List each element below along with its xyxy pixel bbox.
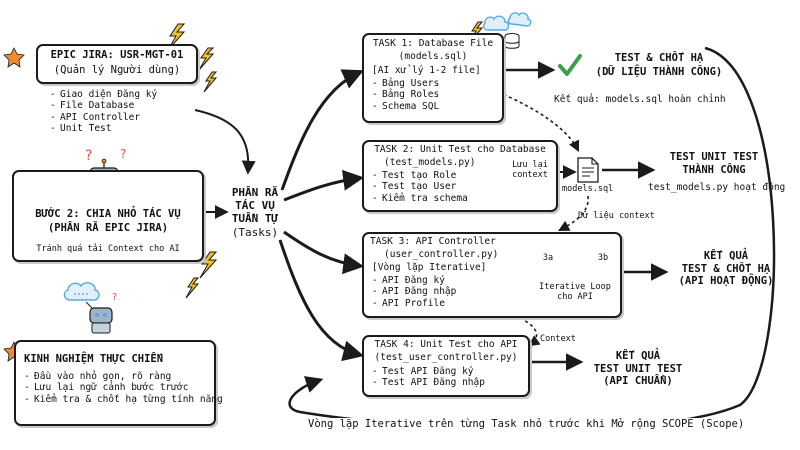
robot-badge: AI (99, 190, 109, 198)
center-label: PHÂN RÃ TÁC VỤ TUẦN TỰ (Tasks) (224, 186, 286, 239)
lightning-icon (199, 251, 218, 279)
save-context-note: Lưu lại context (508, 160, 552, 181)
dotted-task1-to-models (497, 91, 580, 153)
epic-item: File Database (50, 100, 157, 112)
lightning-icon (185, 277, 200, 299)
task2-title: TASK 2: Unit Test cho Database (374, 144, 546, 155)
loop-node-3b: 3b (597, 253, 609, 263)
task3-item: API Đăng nhập (372, 286, 456, 298)
loop-label-line: cho API (557, 292, 593, 303)
epic-card (36, 44, 198, 84)
task2-item: Kiểm tra schema (372, 193, 468, 205)
task4-item-list: Test API Đăng ký Test API Đăng nhập (372, 366, 485, 389)
experience-item: Đầu vào nhỏ gọn, rõ ràng (24, 371, 223, 383)
task2-item-list: Test tạo Role Test tạo User Kiểm tra sch… (372, 170, 468, 205)
task1-item: Schema SQL (372, 101, 439, 113)
arrow-center-to-task4 (278, 239, 365, 362)
result4-line: (API CHUẨN) (603, 375, 673, 388)
dotted-models-to-task3 (558, 195, 589, 232)
task3-title: TASK 3: API Controller (370, 236, 496, 247)
save-context-line: context (512, 170, 548, 181)
check-icon (558, 54, 582, 76)
arrow-center-to-task2 (283, 169, 365, 202)
loop-node-3a: 3a (542, 253, 554, 263)
epic-item: Unit Test (50, 123, 157, 135)
lightning-icon (203, 71, 218, 93)
task4-item: Test API Đăng ký (372, 366, 485, 378)
epic-item: API Controller (50, 112, 157, 124)
svg-text:?: ? (120, 147, 126, 161)
task4-item: Test API Đăng nhập (372, 377, 485, 389)
task1-title: TASK 1: Database File (372, 38, 494, 49)
epic-title: EPIC JIRA: USR-MGT-01 (50, 49, 184, 61)
step2-note: Tránh quá tải Context cho AI (36, 244, 180, 254)
svg-text:?: ? (85, 148, 92, 164)
result1-title: TEST & CHỐT HẠ (614, 52, 704, 64)
step2-subtitle: (PHÂN RÃ EPIC JIRA) (47, 222, 169, 234)
context-label: Context (540, 334, 576, 344)
center-line: TUẦN TỰ (231, 212, 279, 226)
task1-item-list: Bảng Users Bảng Roles Schema SQL (372, 78, 439, 113)
result3-line: (API HOẠT ĐỘNG) (678, 275, 774, 288)
footer-caption: Vòng lặp Iterative trên từng Task nhỏ tr… (308, 418, 745, 431)
step2-title: BƯỚC 2: CHIA NHỎ TÁC VỤ (35, 208, 181, 220)
loop-label: Iterative Loop cho API (530, 282, 620, 302)
center-line: (Tasks) (231, 225, 279, 239)
epic-item-list: Giao diện Đăng ký File Database API Cont… (50, 89, 157, 135)
experience-item-list: Đầu vào nhỏ gọn, rõ ràng Lưu lại ngữ cản… (24, 371, 223, 406)
task4-file: (test_user_controller.py) (374, 352, 518, 363)
result2-subtitle: THÀNH CÔNG (682, 164, 746, 176)
task3-item: API Đăng ký (372, 275, 456, 287)
arrow-center-to-task1 (280, 69, 364, 191)
epic-subtitle: (Quản lý Người dùng) (53, 64, 181, 76)
task2-item: Test tạo User (372, 181, 468, 193)
result4-label: KẾT QUẢ TEST UNIT TEST (API CHUẨN) (582, 350, 694, 388)
robot-cloud-icon: ? (63, 282, 117, 334)
models-file-label: models.sql (562, 184, 614, 194)
result3-line: KẾT QUẢ (703, 250, 749, 262)
step2-card (12, 170, 204, 262)
task1-item: Bảng Users (372, 78, 439, 90)
task2-file: (test_models.py) (384, 157, 476, 168)
star-icon (3, 47, 25, 68)
save-context-line: Lưu lại (512, 160, 548, 170)
svg-text:?: ? (112, 292, 117, 303)
data-context-label: Dữ liệu context (578, 211, 655, 221)
task1-file: (models.sql) (398, 51, 468, 62)
loop-label-line: Iterative Loop (539, 282, 611, 292)
experience-item: Lưu lại ngữ cảnh bước trước (24, 382, 223, 394)
task1-item: Bảng Roles (372, 89, 439, 101)
task3-file: (user_controller.py) (384, 249, 499, 260)
arrow-epic-to-center (194, 109, 256, 175)
center-line: TÁC VỤ (235, 199, 275, 213)
result2-detail: test_models.py hoạt động (648, 182, 786, 193)
result3-line: TEST & CHỐT HẠ (681, 262, 771, 275)
task1-scope: [AI xử lý 1-2 file] (372, 65, 481, 76)
center-line: PHÂN RÃ (231, 186, 279, 199)
lightning-icon (198, 47, 215, 71)
experience-item: Kiểm tra & chốt hạ từng tính năng (24, 394, 223, 406)
epic-item: Giao diện Đăng ký (50, 89, 157, 101)
result3-label: KẾT QUẢ TEST & CHỐT HẠ (API HOẠT ĐỘNG) (666, 250, 786, 288)
task3-item-list: API Đăng ký API Đăng nhập API Profile (372, 275, 456, 310)
cloud-database-icon (482, 12, 532, 49)
arrow-center-to-task3 (283, 230, 365, 275)
result1-detail: Kết quả: models.sql hoàn chỉnh (554, 94, 726, 105)
task2-item: Test tạo Role (372, 170, 468, 182)
task4-title: TASK 4: Unit Test cho API (374, 339, 518, 350)
result4-line: KẾT QUẢ (615, 350, 661, 362)
lightning-icon (167, 23, 186, 51)
task3-scope: [Vòng lặp Iterative] (372, 262, 487, 273)
result4-line: TEST UNIT TEST (593, 362, 683, 375)
result1-subtitle: (DỮ LIỆU THÀNH CÔNG) (595, 66, 723, 78)
document-icon (577, 157, 599, 183)
experience-title: KINH NGHIỆM THỰC CHIẾN (24, 353, 164, 365)
result2-title: TEST UNIT TEST (669, 151, 759, 163)
task3-item: API Profile (372, 298, 456, 310)
